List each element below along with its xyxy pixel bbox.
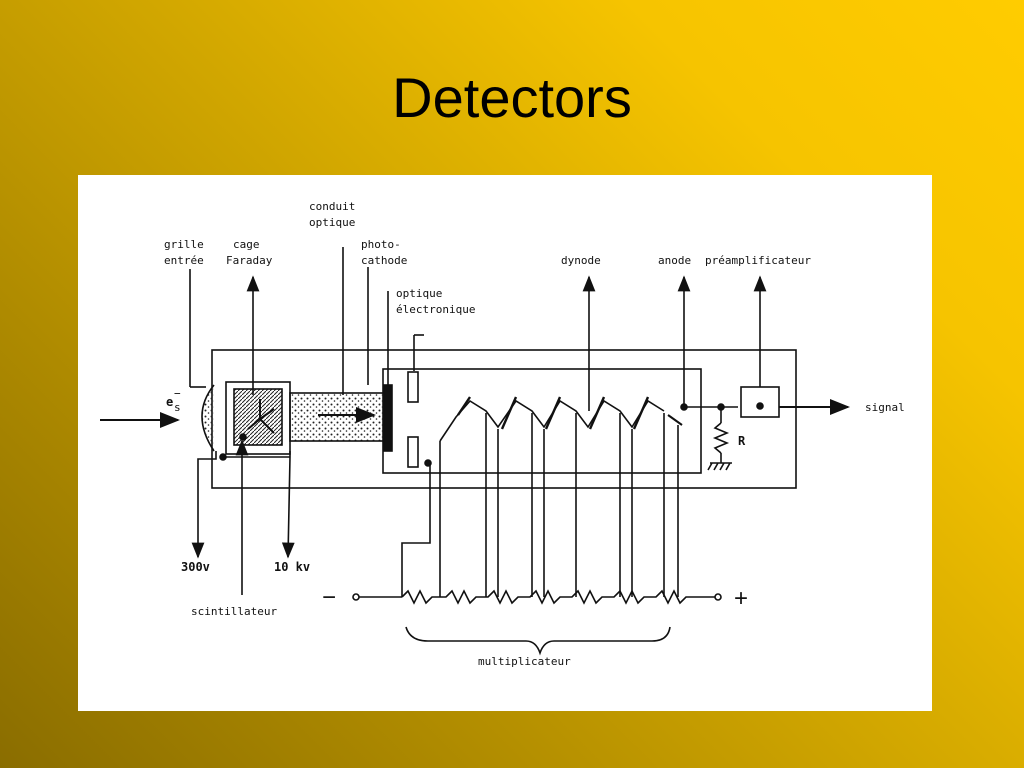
label-cathode: cathode xyxy=(361,254,407,267)
label-conduit: conduit xyxy=(309,200,355,213)
label-optique: optique xyxy=(396,287,442,300)
label-signal: signal xyxy=(865,401,905,414)
dynode-chain xyxy=(439,399,665,442)
label-optique-conduit: optique xyxy=(309,216,355,229)
label-photo: photo- xyxy=(361,238,401,251)
load-resistor xyxy=(712,422,730,454)
preamplifier xyxy=(740,386,780,418)
electron-optics-upper xyxy=(407,371,419,403)
electron-optics-lower xyxy=(407,436,419,468)
label-anode: anode xyxy=(658,254,691,267)
light-guide xyxy=(289,392,387,442)
entrance-grid xyxy=(201,384,215,452)
label-dynode: dynode xyxy=(561,254,601,267)
label-es-minus: − xyxy=(174,387,181,400)
photomultiplier-tube xyxy=(382,368,702,474)
label-entree: entrée xyxy=(164,254,204,267)
voltage-divider xyxy=(401,589,716,605)
label-minus: − xyxy=(322,584,336,611)
pmt-diagram: grille entrée cage Faraday conduit optiq… xyxy=(100,200,905,668)
label-electronique: électronique xyxy=(396,303,475,316)
label-cage: cage xyxy=(233,238,260,251)
label-faraday: Faraday xyxy=(226,254,273,267)
label-10kv: 10 kv xyxy=(274,560,310,574)
label-scintillateur: scintillateur xyxy=(191,605,277,618)
label-grille: grille xyxy=(164,238,204,251)
label-es-s: s xyxy=(174,401,181,414)
label-preamplificateur: préamplificateur xyxy=(705,254,811,267)
label-es-e: e xyxy=(166,395,173,409)
label-resistor-r: R xyxy=(738,434,746,448)
label-multiplicateur: multiplicateur xyxy=(478,655,571,668)
pmt-diagram-panel: grille entrée cage Faraday conduit optiq… xyxy=(78,175,932,711)
multiplier-brace xyxy=(405,626,671,656)
slide-title: Detectors xyxy=(392,66,632,129)
label-plus: + xyxy=(734,585,748,612)
photocathode xyxy=(383,384,393,452)
label-300v: 300v xyxy=(181,560,210,574)
